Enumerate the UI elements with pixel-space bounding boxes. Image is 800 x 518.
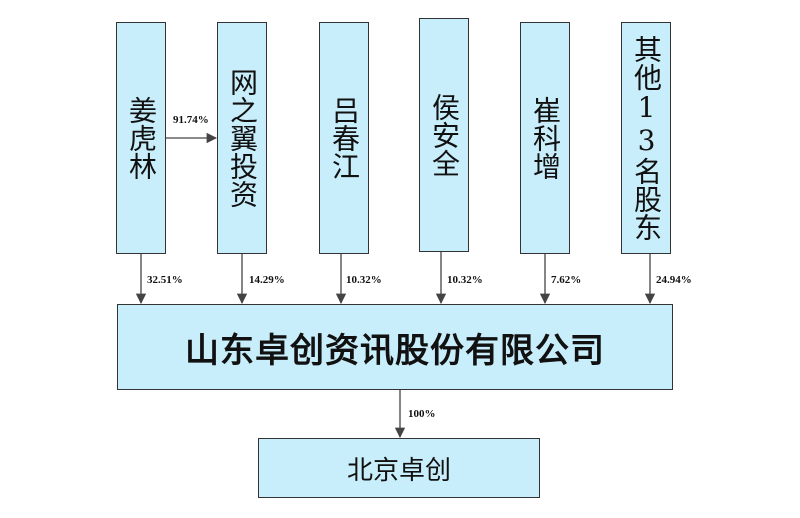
shareholder-name: 姜虎林 — [125, 96, 158, 180]
shareholder-box-lv: 吕春江 — [319, 22, 369, 254]
subsidiary-name: 北京卓创 — [346, 455, 451, 486]
company-name: 山东卓创资讯股份有限公司 — [185, 330, 605, 371]
shareholder-box-cui: 崔科增 — [520, 22, 570, 254]
shareholder-name: 其他13名股东 — [630, 35, 663, 241]
pct-label-jiang: 32.51% — [147, 274, 183, 286]
shareholder-name: 侯安全 — [428, 93, 461, 177]
pct-label-others: 24.94% — [656, 274, 692, 286]
company-box: 山东卓创资讯股份有限公司 — [117, 304, 673, 390]
subsidiary-box: 北京卓创 — [258, 438, 540, 498]
pct-label-wangzhiyi: 14.29% — [249, 274, 285, 286]
shareholder-name: 吕春江 — [328, 96, 361, 180]
shareholder-name: 崔科增 — [529, 96, 562, 180]
pct-label-cui: 7.62% — [551, 274, 582, 286]
shareholder-box-wangzhiyi: 网之翼投资 — [217, 22, 267, 254]
pct-label-subsidiary: 100% — [408, 408, 436, 420]
shareholder-box-hou: 侯安全 — [419, 18, 469, 252]
holding-pct-label: 91.74% — [173, 114, 209, 126]
shareholder-name: 网之翼投资 — [226, 68, 259, 208]
shareholder-box-jiang: 姜虎林 — [116, 22, 166, 254]
shareholder-box-others: 其他13名股东 — [621, 22, 671, 254]
pct-label-lv: 10.32% — [346, 274, 382, 286]
pct-label-hou: 10.32% — [447, 274, 483, 286]
